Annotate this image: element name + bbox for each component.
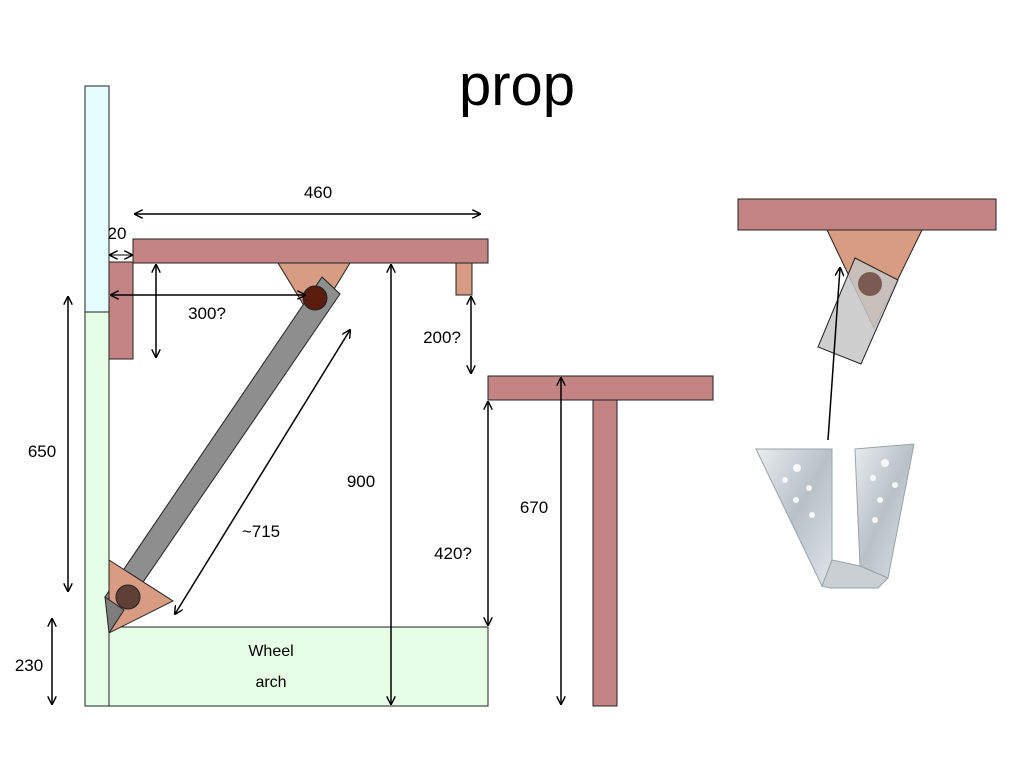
wall-post-lower [84,311,110,707]
dim-715-label: ~715 [242,522,280,541]
dim-900-label: 900 [347,472,375,491]
wheel-arch [108,626,489,707]
bottom-pivot [115,584,141,610]
dim-20-label: 20 [108,224,127,243]
wall-batten [108,261,134,360]
shelf-board [132,238,489,264]
page-title: prop [459,53,575,118]
joist-hanger-icon [755,443,915,589]
dim-200-label: 200? [423,328,461,347]
dim-420-label: 420? [434,544,472,563]
detail-shelf-board [737,198,997,231]
stop-block [455,262,473,296]
top-pivot [302,285,328,311]
dim-715-arrow [175,330,350,614]
wheel-arch-label-line2: arch [255,674,286,691]
dim-670-label: 670 [520,498,548,517]
dim-650-label: 650 [28,442,56,461]
post-bracket [108,559,175,634]
wheel-arch-label-line1: Wheel [248,643,293,660]
detail-prop-leg [817,257,899,365]
dim-300-label: 300? [188,304,226,323]
table-top [487,375,714,401]
dim-460-label: 460 [304,183,332,202]
prop-leg [104,276,341,611]
wall-post-upper [84,85,110,313]
table-leg [592,399,618,707]
detail-pointer-arrow [827,268,840,441]
detail-pivot [858,272,882,296]
dim-230-label: 230 [15,656,43,675]
prop-leg-foot [104,595,125,635]
